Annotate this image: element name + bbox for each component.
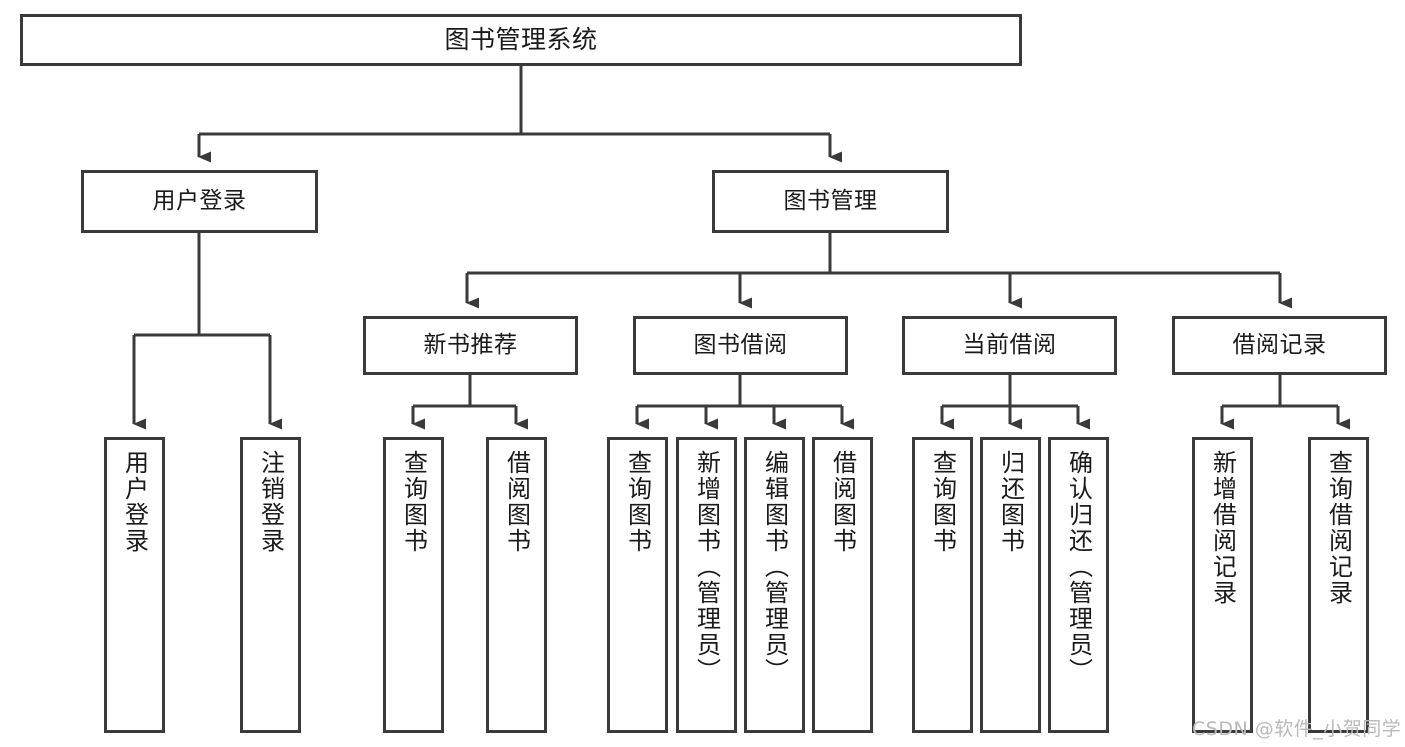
node-leaf-user-login-label: 用户登录 <box>120 450 149 554</box>
node-root[interactable]: 图书管理系统 <box>20 14 1022 66</box>
node-current-borrow[interactable]: 当前借阅 <box>902 316 1117 375</box>
node-leaf-add-book-label: 新增图书（管理员） <box>692 450 721 684</box>
node-leaf-query-book-3[interactable]: 查询图书 <box>912 437 973 733</box>
node-leaf-confirm-return[interactable]: 确认归还（管理员） <box>1048 437 1109 733</box>
node-new-book-rec-label: 新书推荐 <box>423 331 518 358</box>
node-borrow-record[interactable]: 借阅记录 <box>1172 316 1387 375</box>
node-leaf-borrow-book-2-label: 借阅图书 <box>828 450 857 554</box>
node-user-login-label: 用户登录 <box>152 187 247 214</box>
node-book-manage-label: 图书管理 <box>783 187 878 214</box>
node-borrow-record-label: 借阅记录 <box>1232 331 1327 358</box>
node-leaf-borrow-book-1[interactable]: 借阅图书 <box>486 437 547 733</box>
node-leaf-confirm-return-label: 确认归还（管理员） <box>1064 450 1093 684</box>
node-leaf-query-record-label: 查询借阅记录 <box>1324 450 1353 606</box>
node-leaf-edit-book[interactable]: 编辑图书（管理员） <box>744 437 805 733</box>
node-leaf-query-book-1[interactable]: 查询图书 <box>383 437 444 733</box>
node-current-borrow-label: 当前借阅 <box>962 331 1057 358</box>
node-new-book-rec[interactable]: 新书推荐 <box>363 316 578 375</box>
node-leaf-return-book[interactable]: 归还图书 <box>980 437 1041 733</box>
node-root-label: 图书管理系统 <box>444 25 598 54</box>
node-user-login[interactable]: 用户登录 <box>81 170 318 233</box>
node-leaf-query-book-2-label: 查询图书 <box>623 450 652 554</box>
node-book-borrow-label: 图书借阅 <box>693 331 788 358</box>
node-leaf-query-book-3-label: 查询图书 <box>928 450 957 554</box>
node-book-borrow[interactable]: 图书借阅 <box>633 316 848 375</box>
node-leaf-query-record[interactable]: 查询借阅记录 <box>1308 437 1369 733</box>
node-leaf-edit-book-label: 编辑图书（管理员） <box>760 450 789 684</box>
csdn-watermark: CSDN @软件_小贺同学 <box>1192 718 1402 740</box>
node-leaf-query-book-1-label: 查询图书 <box>399 450 428 554</box>
node-leaf-borrow-book-1-label: 借阅图书 <box>502 450 531 554</box>
node-leaf-add-record[interactable]: 新增借阅记录 <box>1192 437 1253 733</box>
node-leaf-add-book[interactable]: 新增图书（管理员） <box>676 437 737 733</box>
node-leaf-borrow-book-2[interactable]: 借阅图书 <box>812 437 873 733</box>
node-leaf-return-book-label: 归还图书 <box>996 450 1025 554</box>
node-leaf-user-logout-label: 注销登录 <box>256 450 285 554</box>
node-leaf-add-record-label: 新增借阅记录 <box>1208 450 1237 606</box>
node-leaf-user-logout[interactable]: 注销登录 <box>240 437 301 733</box>
node-leaf-user-login[interactable]: 用户登录 <box>104 437 165 733</box>
node-book-manage[interactable]: 图书管理 <box>712 170 949 233</box>
node-leaf-query-book-2[interactable]: 查询图书 <box>607 437 668 733</box>
